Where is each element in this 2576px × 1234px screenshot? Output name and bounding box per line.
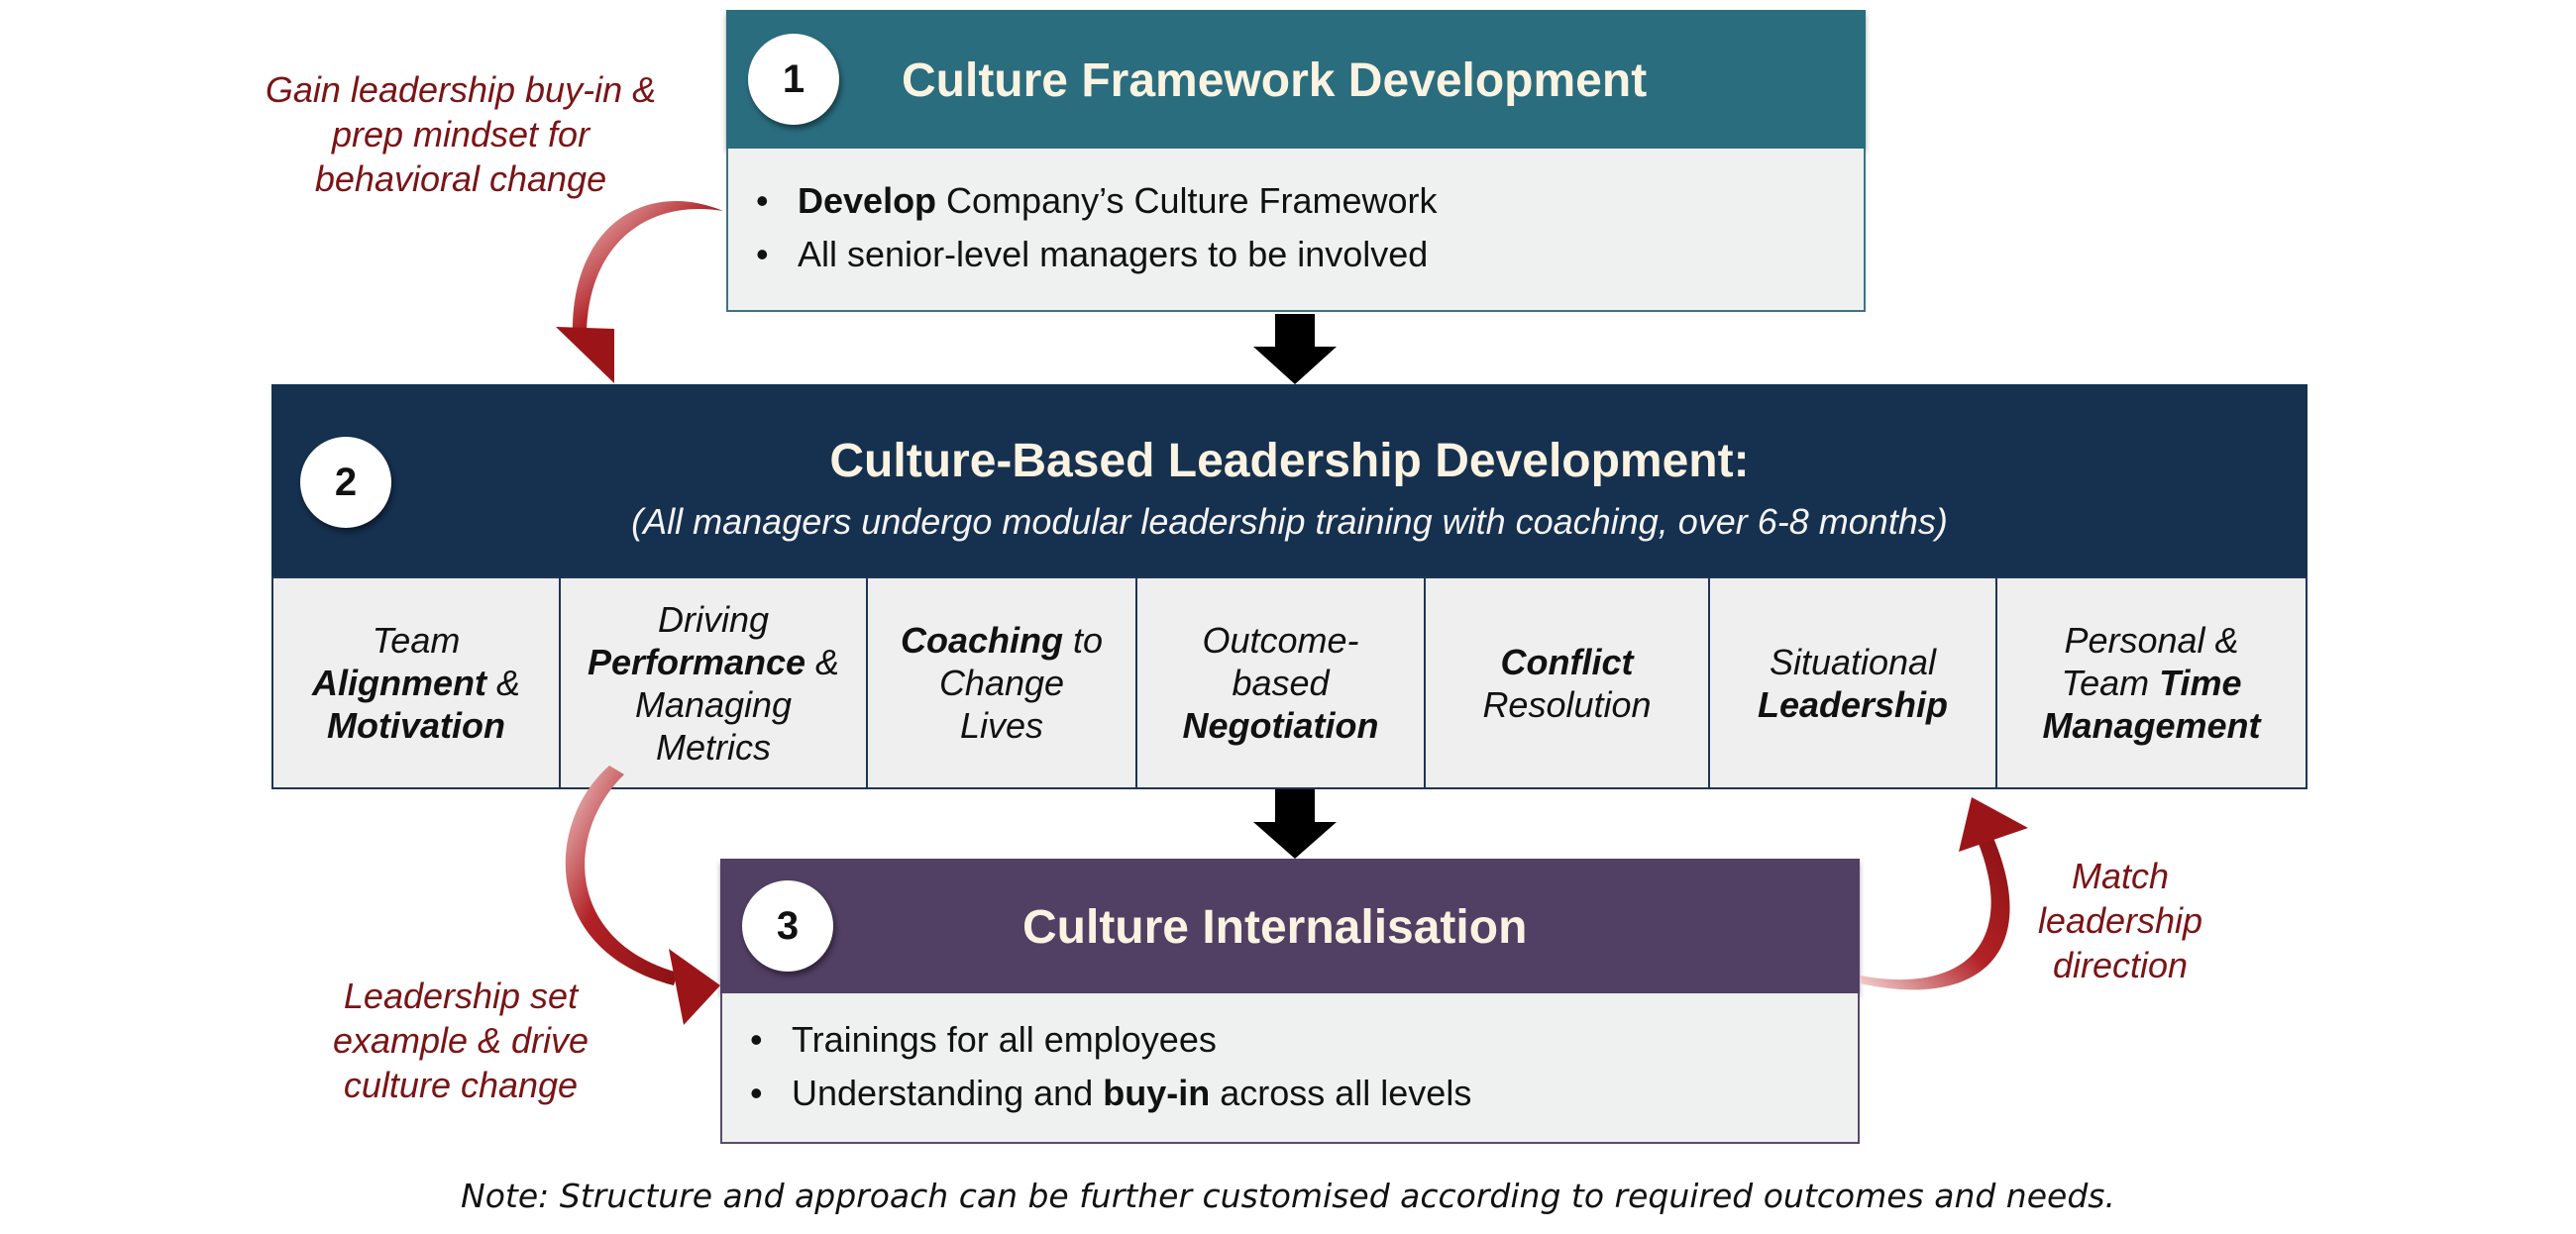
curved-arrow-icon — [1860, 797, 2028, 990]
section3-header: 3 Culture Internalisation — [720, 859, 1860, 993]
annotation-line: example & drive — [332, 1020, 590, 1061]
module-text-bold: Conflict — [1500, 641, 1634, 682]
annotation-line: Leadership set — [343, 976, 579, 1016]
annotation-line: Gain leadership buy-in & — [265, 69, 657, 110]
module-text-bold: Coaching — [900, 620, 1063, 661]
annotation-bottom-left: Leadership set example & drive culture c… — [268, 974, 654, 1107]
annotation-line: prep mindset for — [331, 114, 590, 154]
bold-text: buy-in — [1103, 1073, 1211, 1113]
section2-title: Culture-Based Leadership Development: — [829, 435, 1750, 487]
section2-header: 2 Culture-Based Leadership Development: … — [271, 384, 2308, 576]
annotation-line: Match — [2071, 856, 2170, 896]
module-text-bold: Leadership — [1757, 683, 1949, 725]
bullet-text: Understanding and — [792, 1073, 1104, 1113]
module-text: Managing — [634, 683, 793, 725]
module-text: based — [1232, 663, 1330, 703]
annotation-line: leadership — [2037, 900, 2203, 941]
footer-note: Note: Structure and approach can be furt… — [461, 1177, 2115, 1215]
curved-arrow-icon — [556, 200, 723, 383]
module-text-bold: Performance — [587, 641, 806, 682]
bullet-text: Company’s Culture Framework — [936, 180, 1438, 221]
module-text-bold: Motivation — [327, 705, 505, 746]
list-item: All senior-level managers to be involved — [748, 228, 1438, 281]
module-text: & — [805, 641, 840, 682]
list-item: Understanding and buy-in across all leve… — [742, 1067, 1471, 1120]
step-number-badge: 1 — [748, 34, 839, 125]
annotation-line: direction — [2052, 945, 2189, 985]
annotation-line: culture change — [343, 1065, 579, 1105]
annotation-right: Match leadership direction — [2011, 854, 2229, 987]
module-text: Personal & — [2064, 620, 2239, 661]
section2-subtitle: (All managers undergo modular leadership… — [631, 501, 1948, 542]
module-text: Change — [938, 663, 1065, 703]
step-number-badge: 2 — [300, 437, 391, 528]
section1-title: Culture Framework Development — [902, 54, 1648, 107]
bullet-text: across all levels — [1210, 1073, 1472, 1113]
module-text: Team — [2061, 663, 2160, 703]
down-arrow-icon — [1253, 314, 1337, 384]
module-text: Driving — [657, 598, 770, 640]
down-arrow-icon — [1253, 789, 1337, 859]
module-text-bold: Time — [2159, 663, 2242, 703]
list-item: Trainings for all employees — [742, 1013, 1471, 1067]
module-text: Outcome- — [1202, 620, 1359, 661]
step-number-badge: 3 — [742, 880, 833, 972]
module-text: Team — [372, 620, 461, 661]
module-text-bold: Alignment — [311, 663, 486, 703]
module-text-bold: Management — [2042, 705, 2261, 746]
module-text: Lives — [959, 705, 1044, 746]
module-text: Metrics — [656, 726, 771, 768]
bold-text: Develop — [798, 180, 937, 221]
module-text-bold: Negotiation — [1182, 705, 1379, 746]
section3-title: Culture Internalisation — [1022, 901, 1528, 954]
section1-body: Develop Company’s Culture Framework All … — [726, 149, 1866, 312]
section1-bullet-list: Develop Company’s Culture Framework All … — [748, 174, 1438, 281]
section1-header: 1 Culture Framework Development — [726, 10, 1866, 149]
module-text: Resolution — [1482, 683, 1652, 725]
annotation-line: behavioral change — [314, 158, 607, 199]
bullet-text: Trainings for all employees — [792, 1019, 1217, 1060]
list-item: Develop Company’s Culture Framework — [748, 174, 1438, 228]
module-text: & — [485, 663, 520, 703]
bullet-text: All senior-level managers to be involved — [798, 234, 1429, 274]
section3-bullet-list: Trainings for all employees Understandin… — [742, 1013, 1471, 1120]
annotation-top-left: Gain leadership buy-in & prep mindset fo… — [228, 67, 694, 201]
module-text: to — [1062, 620, 1104, 661]
section3-body: Trainings for all employees Understandin… — [720, 993, 1860, 1144]
module-text: Situational — [1769, 641, 1937, 682]
